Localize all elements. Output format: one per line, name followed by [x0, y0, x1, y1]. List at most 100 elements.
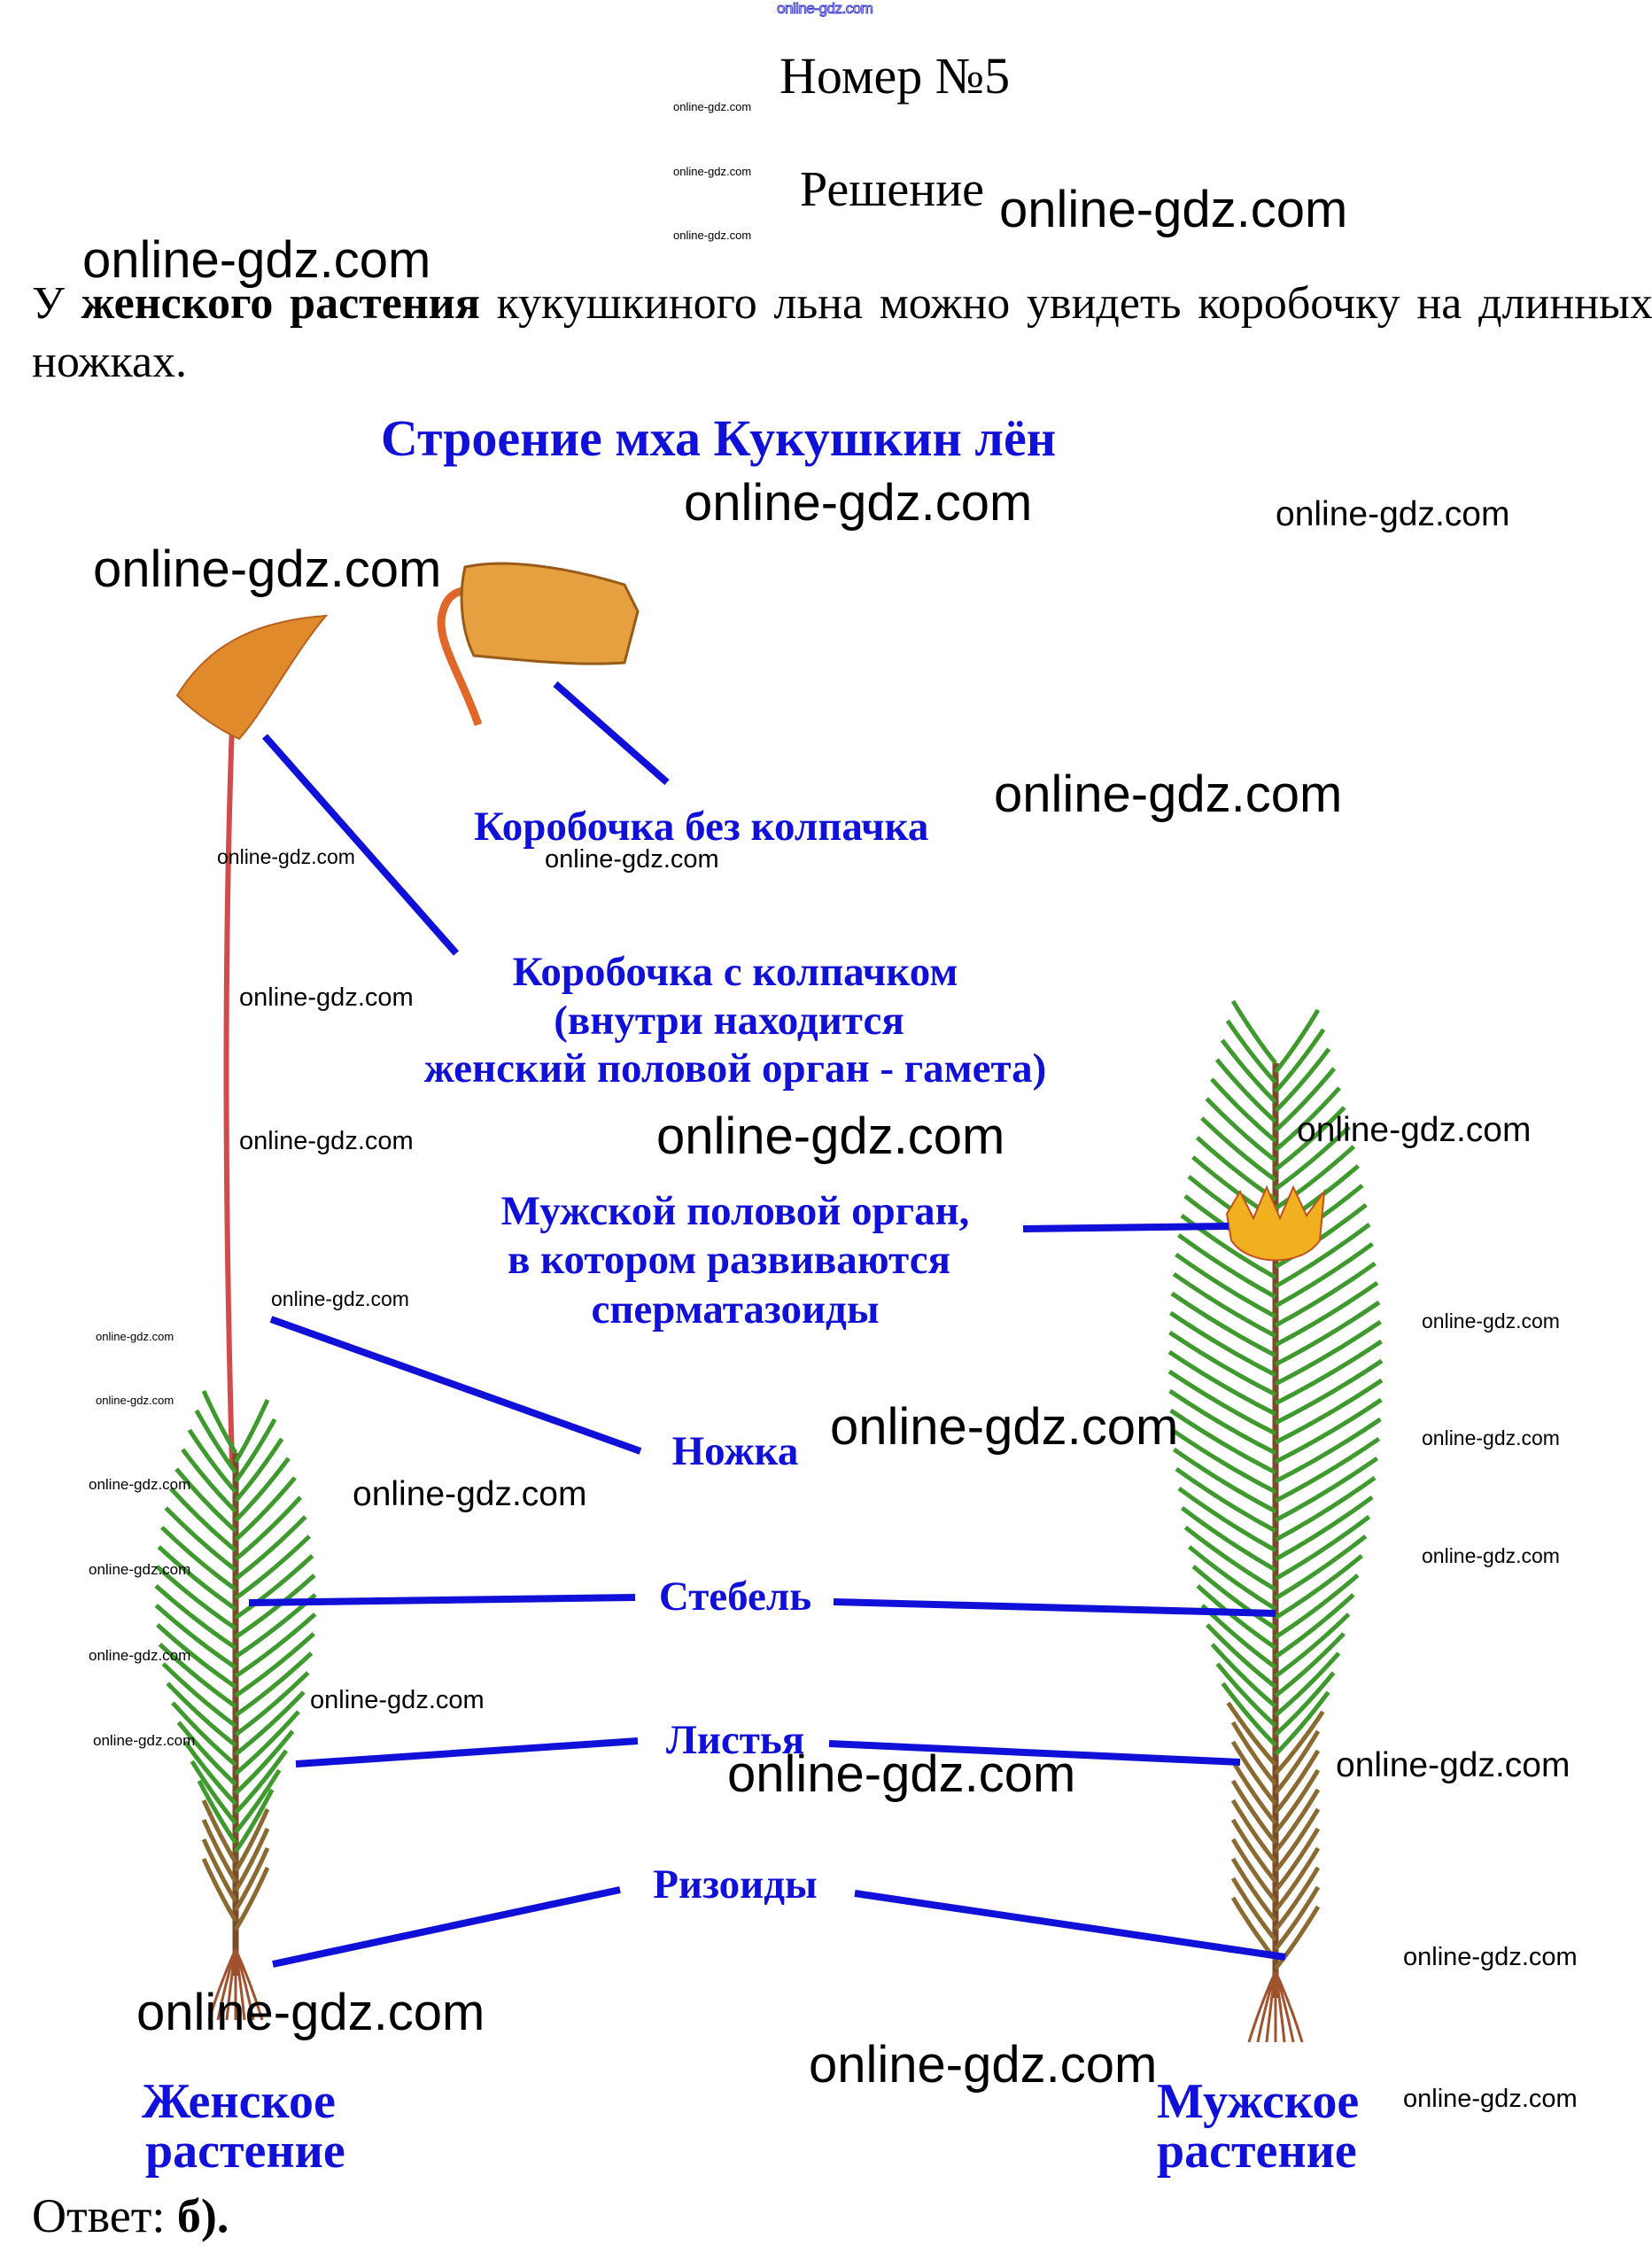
paragraph-text: У	[32, 278, 81, 329]
watermark: online-gdz.com	[310, 1686, 485, 1714]
female-plant-leaf	[233, 1398, 270, 1464]
diagram-title: Строение мха Кукушкин лён	[380, 409, 1057, 467]
answer-prefix: Ответ:	[32, 2189, 177, 2242]
answer: Ответ: б).	[32, 2188, 229, 2243]
male-plant-leaf	[1274, 1710, 1325, 1775]
male-plant-leaf	[1274, 1261, 1377, 1328]
male-plant-leaf	[1274, 1827, 1321, 1892]
female-plant-leaf	[181, 1448, 237, 1513]
male-plant-leaf	[1230, 1721, 1277, 1786]
watermark: online-gdz.com	[727, 1745, 1076, 1803]
female-plant-leaf	[234, 1554, 314, 1620]
pointer-line	[248, 1594, 636, 1606]
male-plant-leaf	[1169, 1408, 1277, 1475]
female-plant-leaf	[182, 1740, 237, 1806]
watermark: online-gdz.com	[1403, 2085, 1578, 2113]
male-plant-leaf	[1215, 1662, 1277, 1728]
watermark: online-gdz.com	[136, 1984, 485, 2041]
male-plant-leaf	[1274, 1397, 1383, 1465]
watermark: online-gdz.com	[684, 474, 1033, 532]
female-plant-leaf	[234, 1729, 295, 1795]
pointer-line	[272, 1886, 621, 1968]
female-plant-leaf	[194, 1409, 238, 1474]
male-plant-leaf	[1274, 1319, 1382, 1387]
female-plant-leaf	[234, 1651, 314, 1718]
female-plant-leaf	[234, 1476, 297, 1542]
male-plant-leaf	[1274, 1632, 1346, 1698]
watermark: online-gdz.com	[82, 231, 431, 289]
male-plant-leaf	[1274, 1807, 1321, 1873]
male-plant-leaf	[1274, 1358, 1384, 1426]
watermark: online-gdz.com	[93, 1732, 196, 1749]
label-capsule-cap: женский половой орган - гамета)	[423, 1045, 1047, 1092]
female-plant-leaf	[155, 1565, 237, 1631]
male-plant-leaf	[1230, 1779, 1277, 1845]
top-watermark: online-gdz.com	[776, 0, 873, 18]
male-plant-leaf	[1175, 1466, 1277, 1534]
watermark: online-gdz.com	[89, 1561, 191, 1578]
male-plant-leaf	[1274, 1106, 1346, 1171]
capsule-without-cap	[460, 562, 640, 665]
page-title: Номер №5	[779, 47, 1011, 105]
label-male-organ: в котором развиваются	[507, 1237, 951, 1283]
male-plant-leaf	[1274, 1866, 1321, 1931]
female-plant-leaf	[234, 1632, 315, 1698]
label-capsule-no-cap: Коробочка без колпачка	[474, 804, 929, 850]
male-plant-leaf	[1274, 1067, 1337, 1132]
male-plant-leaf	[1170, 1427, 1277, 1495]
female-plant-leaf	[156, 1623, 237, 1690]
male-plant-leaf	[1274, 1690, 1330, 1756]
watermark: online-gdz.com	[994, 765, 1343, 823]
pointer-line	[261, 734, 460, 956]
pointer-line	[833, 1598, 1276, 1617]
female-plant-rhizoid	[234, 1948, 264, 2021]
female-plant-leaf	[234, 1457, 291, 1522]
male-plant-leaf	[1191, 1565, 1277, 1631]
female-plant-leaf	[233, 1866, 270, 1931]
pointer-line	[295, 1737, 639, 1768]
male-plant-leaf	[1274, 1749, 1321, 1814]
male-plant-leaf	[1274, 1593, 1355, 1659]
male-plant-leaf	[1274, 1554, 1364, 1620]
male-plant-leaf	[1274, 1280, 1379, 1348]
male-plant-leaf	[1274, 1008, 1321, 1074]
male-plant-leaf	[1226, 1701, 1277, 1767]
male-plant-leaf	[1196, 1584, 1277, 1651]
female-plant-leaf	[197, 1779, 238, 1845]
male-plant-leaf	[1177, 1486, 1277, 1553]
male-plant-leaf	[1205, 1097, 1277, 1162]
pointer-line	[269, 1316, 642, 1455]
solution-paragraph: У женского растения кукушкиного льна мож…	[32, 275, 1652, 392]
watermark: online-gdz.com	[93, 540, 442, 598]
label-female-plant: растение	[145, 2124, 345, 2179]
male-plant-leaf	[1274, 1535, 1368, 1601]
male-plant-leaf	[1274, 1573, 1360, 1640]
male-plant-leaf	[1172, 1271, 1277, 1339]
male-plant-leaf	[1169, 1310, 1277, 1378]
male-plant-leaf	[1210, 1643, 1277, 1708]
watermark: online-gdz.com	[353, 1475, 587, 1513]
male-plant-leaf	[1206, 1623, 1277, 1689]
watermark: online-gdz.com	[545, 845, 719, 874]
male-plant-leaf	[1200, 1116, 1277, 1183]
watermark: online-gdz.com	[1422, 1309, 1560, 1333]
male-plant-leaf	[1274, 1456, 1379, 1523]
label-capsule-cap: Коробочка с колпачком	[512, 949, 958, 995]
watermark: online-gdz.com	[830, 1398, 1179, 1456]
female-plant-leaf	[233, 1788, 275, 1853]
male-plant-leaf	[1274, 1436, 1381, 1503]
male-plant-leaf	[1220, 1038, 1277, 1104]
male-plant-leaf	[1274, 1300, 1381, 1367]
male-plant-leaf	[1274, 1475, 1377, 1542]
female-plant-leaf	[157, 1545, 237, 1612]
male-plant-leaf	[1274, 1905, 1321, 1970]
female-stalk	[223, 724, 235, 1465]
female-plant-leaf	[168, 1487, 237, 1552]
label-capsule-cap: (внутри находится	[554, 998, 904, 1044]
female-plant-leaf	[176, 1721, 237, 1786]
female-plant-leaf	[201, 1838, 238, 1903]
male-plant-leaf	[1274, 1086, 1341, 1152]
pointer-line	[1022, 1223, 1229, 1232]
male-plant-leaf	[1214, 1058, 1277, 1123]
watermark: online-gdz.com	[1403, 1943, 1578, 1971]
